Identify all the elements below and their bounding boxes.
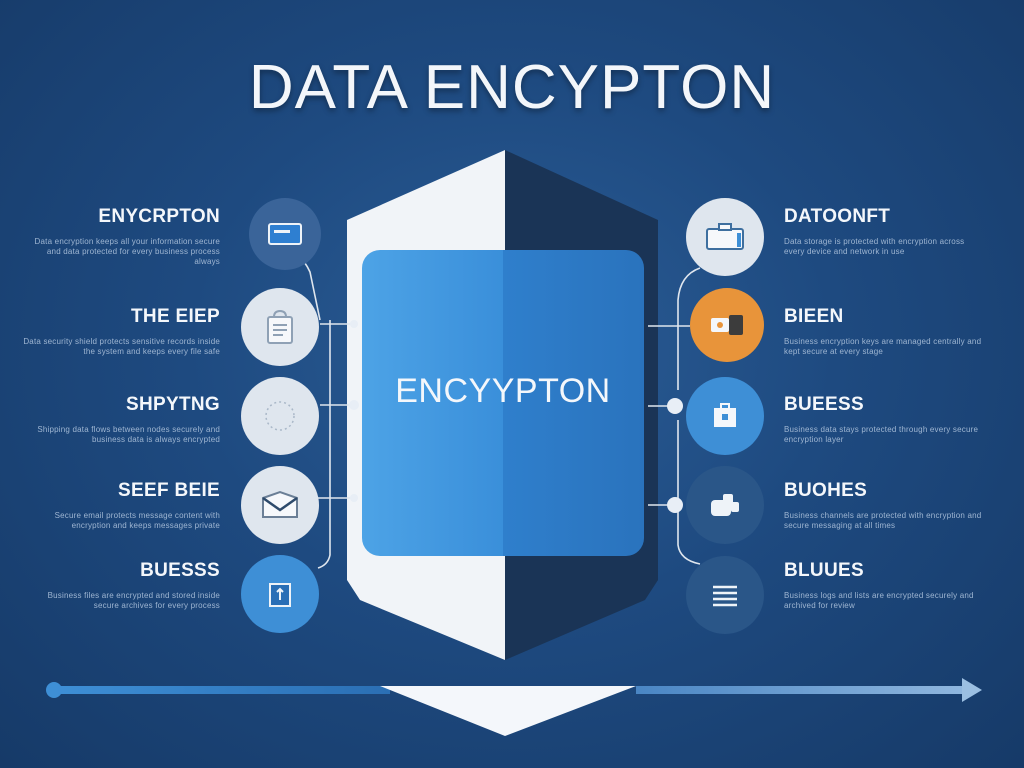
right-block-4-text: Business channels are protected with enc…: [784, 511, 982, 530]
center-box: [362, 250, 644, 556]
left-circle-3: [241, 377, 319, 455]
right-block-3-text: Business data stays protected through ev…: [784, 425, 979, 444]
right-block-1-heading: DATOONFT: [784, 206, 891, 227]
timeline-center-wedge: [380, 686, 636, 736]
right-block-1-text: Data storage is protected with encryptio…: [784, 237, 965, 256]
left-block-2-text: Data security shield protects sensitive …: [23, 337, 220, 356]
left-circle-4: [241, 466, 319, 544]
right-circle-1: [686, 198, 764, 276]
left-block-5: BUESSS Business files are encrypted and …: [20, 560, 220, 611]
right-block-3: BUEESS Business data stays protected thr…: [784, 394, 984, 445]
card-reader-icon: [268, 223, 302, 245]
right-block-2-text: Business encryption keys are managed cen…: [784, 337, 982, 356]
left-circle-5: [241, 555, 319, 633]
right-block-1: DATOONFT Data storage is protected with …: [784, 206, 984, 257]
right-block-4: BUOHES Business channels are protected w…: [784, 480, 984, 531]
right-block-4-heading: BUOHES: [784, 480, 868, 501]
left-block-4-heading: SEEF BEIE: [118, 480, 220, 501]
right-block-2-heading: BIEEN: [784, 306, 844, 327]
left-block-1-text: Data encryption keeps all your informati…: [34, 237, 220, 266]
timeline-arrowhead: [962, 678, 982, 702]
left-block-2: THE EIEP Data security shield protects s…: [20, 306, 220, 357]
right-block-5: BLUUES Business logs and lists are encry…: [784, 560, 984, 611]
right-connector-knobs: [667, 398, 683, 513]
right-circle-4: [686, 466, 764, 544]
envelope-icon: [262, 490, 298, 518]
left-circle-2: [241, 288, 319, 366]
left-block-3-heading: SHPYTNG: [126, 394, 220, 415]
center-label: ENCYYPTON: [395, 372, 611, 410]
folder-icon: [706, 223, 744, 250]
left-circle-1: [249, 198, 321, 270]
left-connector-knobs: [349, 320, 359, 502]
left-block-1-heading: ENYCRPTON: [98, 206, 220, 227]
right-block-5-text: Business logs and lists are encrypted se…: [784, 591, 974, 610]
chat-icon: [711, 494, 739, 516]
right-block-2: BIEEN Business encryption keys are manag…: [784, 306, 984, 357]
right-block-3-heading: BUEESS: [784, 394, 864, 415]
right-circle-3: [686, 377, 764, 455]
left-block-5-text: Business files are encrypted and stored …: [47, 591, 220, 610]
document-lock-icon: [267, 309, 293, 344]
left-block-4: SEEF BEIE Secure email protects message …: [20, 480, 220, 531]
list-icon: [713, 585, 737, 607]
timeline-right-bar: [636, 686, 962, 694]
left-block-4-text: Secure email protects message content wi…: [54, 511, 220, 530]
dotted-ring-icon: [265, 401, 295, 431]
right-circle-5: [686, 556, 764, 634]
left-block-3: SHPYTNG Shipping data flows between node…: [20, 394, 220, 445]
timeline-left-bar: [54, 686, 390, 694]
left-block-2-heading: THE EIEP: [131, 306, 220, 327]
right-circle-2: [690, 288, 764, 362]
briefcase-icon: [269, 583, 291, 607]
left-block-3-text: Shipping data flows between nodes secure…: [37, 425, 220, 444]
page-title: DATA ENCYPTON: [248, 53, 776, 122]
left-block-5-heading: BUESSS: [140, 560, 220, 581]
left-block-1: ENYCRPTON Data encryption keeps all your…: [20, 206, 220, 267]
right-block-5-heading: BLUUES: [784, 560, 864, 581]
right-connectors: [648, 267, 701, 565]
lock-box-icon: [714, 403, 736, 427]
key-card-icon: [711, 315, 743, 335]
